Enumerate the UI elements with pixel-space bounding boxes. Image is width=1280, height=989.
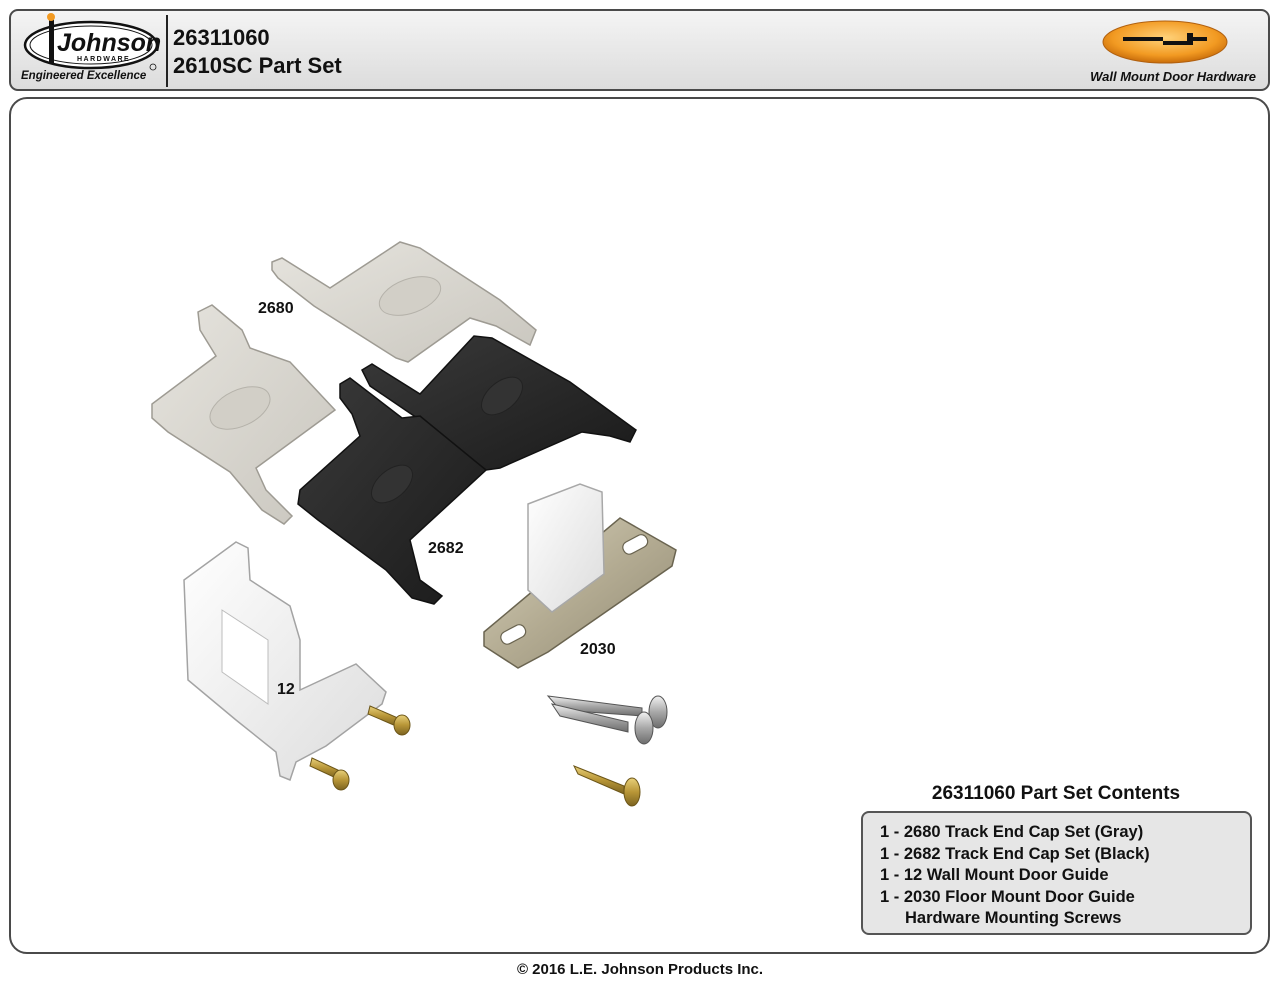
label-2682: 2682 [428, 540, 464, 557]
contents-title: 26311060 Part Set Contents [931, 783, 1181, 804]
contents-box: 1 - 2680 Track End Cap Set (Gray) 1 - 26… [861, 811, 1252, 935]
contents-item: 1 - 2030 Floor Mount Door Guide [880, 887, 1135, 906]
part-name: 2610SC Part Set [173, 53, 342, 78]
johnson-logo: Johnson HARDWARE [11, 11, 166, 89]
header-bar: Johnson HARDWARE Engineered Excellence 2… [9, 9, 1270, 91]
contents-item: 1 - 2682 Track End Cap Set (Black) [880, 844, 1150, 863]
wall-mount-icon [1101, 19, 1229, 65]
label-12: 12 [277, 681, 295, 698]
copyright-footer: © 2016 L.E. Johnson Products Inc. [516, 961, 764, 978]
tagline: Engineered Excellence [21, 70, 147, 82]
category-label: Wall Mount Door Hardware [1090, 69, 1256, 84]
label-2030: 2030 [580, 641, 616, 658]
label-2680: 2680 [258, 300, 294, 317]
contents-item: Hardware Mounting Screws [905, 909, 1122, 927]
brand-sub-text: HARDWARE [77, 56, 130, 63]
part-number: 26311060 [173, 25, 270, 50]
brand-text: Johnson [57, 29, 161, 57]
contents-item: 1 - 12 Wall Mount Door Guide [880, 866, 1109, 884]
contents-item: 1 - 2680 Track End Cap Set (Gray) [880, 823, 1144, 841]
header-divider [166, 15, 168, 87]
